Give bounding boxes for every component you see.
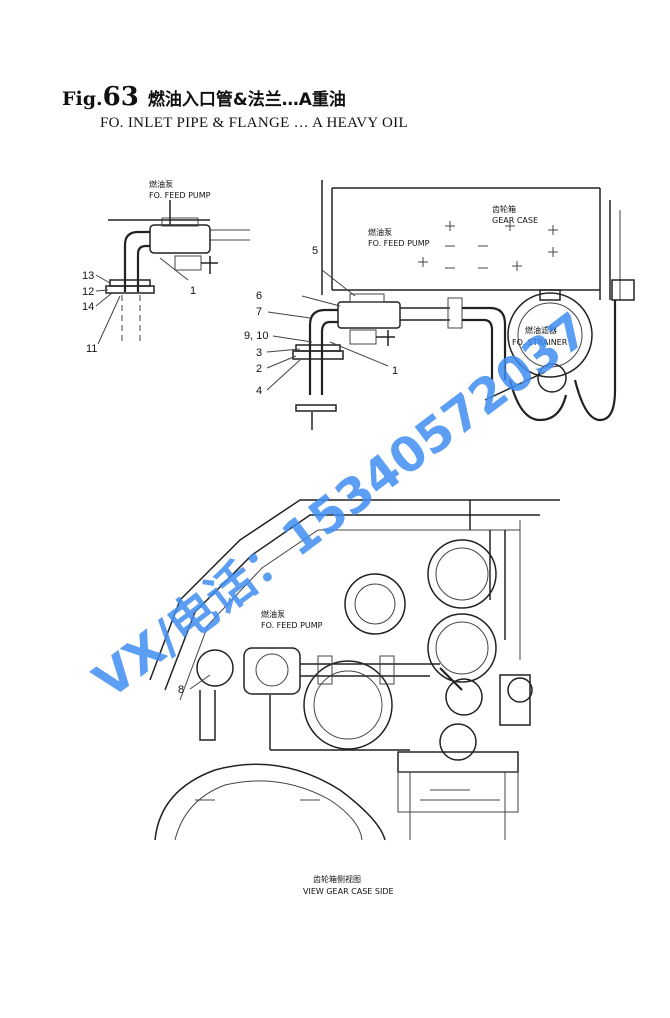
feed-pump-label-en-3: FO. FEED PUMP <box>261 621 323 630</box>
figure-number: 63 <box>102 82 139 112</box>
gear-case-label-cn: 齿轮箱 <box>492 204 516 214</box>
feed-pump-label-cn: 燃油泵 <box>149 179 173 189</box>
feed-pump-label-cn-2: 燃油泵 <box>368 227 392 237</box>
title-chinese: 燃油入口管&法兰…A重油 <box>147 90 346 110</box>
callout-7: 7 <box>256 306 262 318</box>
callout-11: 11 <box>86 343 97 355</box>
view-label-en: VIEW GEAR CASE SIDE <box>303 887 394 896</box>
detail-left: 燃油泵 FO. FEED PUMP 13 12 14 11 1 <box>82 179 250 355</box>
title-english: FO. INLET PIPE & FLANGE … A HEAVY OIL <box>100 115 408 131</box>
detail-gear-case-side: 燃油泵 FO. FEED PUMP 8 齿轮箱侧视图 VIEW GEAR CAS… <box>149 499 560 896</box>
figure-label: Fig. <box>62 88 103 110</box>
callout-1-middle: 1 <box>392 365 398 377</box>
callout-6: 6 <box>256 290 262 302</box>
callout-2: 2 <box>256 363 262 375</box>
detail-gear-case: 齿轮箱 GEAR CASE 燃油泵 FO. FEED PUMP 燃油滤器 FO.… <box>244 180 635 430</box>
strainer-label-cn: 燃油滤器 <box>525 325 557 335</box>
callout-3: 3 <box>256 347 262 359</box>
watermark-text: VX/电话：15340572037 <box>84 302 599 710</box>
strainer-label-en: FO. STRAINER <box>512 338 568 347</box>
feed-pump-label-en-2: FO. FEED PUMP <box>368 239 430 248</box>
callout-5: 5 <box>312 245 318 257</box>
callout-14: 14 <box>82 301 94 313</box>
figure-title: Fig.63 燃油入口管&法兰…A重油 <box>62 82 346 112</box>
view-label-cn: 齿轮箱侧视图 <box>313 874 361 884</box>
callout-9-10: 9, 10 <box>244 330 268 342</box>
callout-8: 8 <box>178 684 184 696</box>
callout-12: 12 <box>82 286 94 298</box>
callout-1-left: 1 <box>190 285 196 297</box>
callout-13: 13 <box>82 270 94 282</box>
callout-4: 4 <box>256 385 262 397</box>
feed-pump-label-en: FO. FEED PUMP <box>149 191 211 200</box>
feed-pump-label-cn-3: 燃油泵 <box>261 609 285 619</box>
gear-case-label-en: GEAR CASE <box>492 216 538 225</box>
